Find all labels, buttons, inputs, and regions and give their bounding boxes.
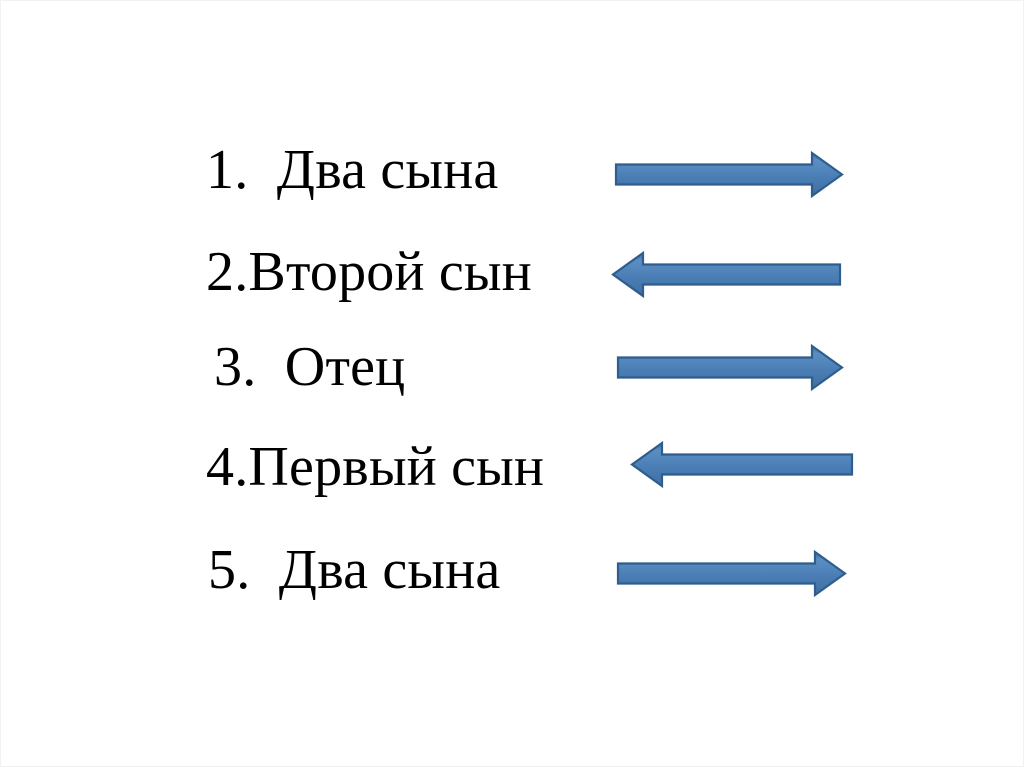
arrow-left-4 — [630, 440, 854, 489]
list-item-label-1: 1. Два сына — [206, 139, 499, 201]
list-item-label-5: 5. Два сына — [208, 539, 501, 601]
list-item-label-3: 3. Отец — [214, 336, 406, 398]
list-item-label-4: 4.Первый сын — [206, 436, 545, 498]
arrow-left-2 — [611, 250, 842, 299]
arrow-right-3 — [616, 343, 844, 392]
arrow-right-1 — [614, 150, 844, 199]
list-item-label-2: 2.Второй сын — [206, 241, 532, 303]
arrow-right-5 — [616, 549, 847, 598]
